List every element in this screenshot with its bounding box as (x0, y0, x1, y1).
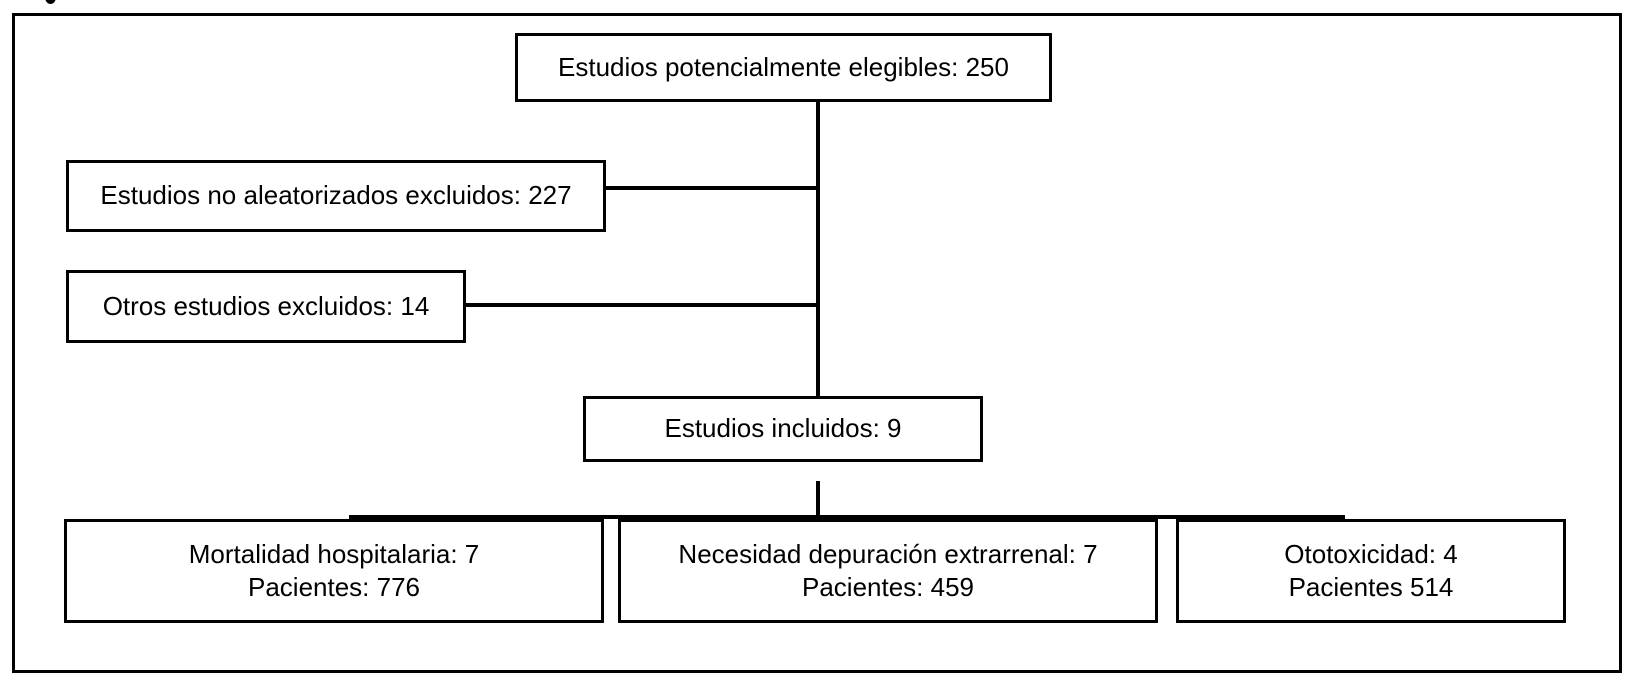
caption-descender-sliver (45, 0, 56, 4)
figure-outer-frame (12, 13, 1622, 673)
node-necesidad-depuracion-extrarrenal[interactable]: Necesidad depuración extrarrenal: 7 Paci… (618, 519, 1158, 623)
node-label-mortality-line2: Pacientes: 776 (247, 572, 420, 602)
node-otros-estudios-excluidos[interactable]: Otros estudios excluidos: 14 (66, 270, 466, 343)
connector-spine-eligible-to-included (816, 101, 820, 414)
node-estudios-no-aleatorizados-excluidos[interactable]: Estudios no aleatorizados excluidos: 227 (66, 160, 606, 232)
connector-to-excluded-nonrandomized (604, 186, 818, 190)
node-label-mortality-line1: Mortalidad hospitalaria: 7 (188, 538, 480, 569)
connector-outcomes-distribution-bar (349, 515, 1345, 519)
connector-included-to-outcomes-stem (816, 481, 820, 519)
node-label-rrt-line1: Necesidad depuración extrarrenal: 7 (678, 538, 1098, 569)
node-label-excluded-nonrandomized: Estudios no aleatorizados excluidos: 227 (100, 180, 572, 211)
node-mortalidad-hospitalaria[interactable]: Mortalidad hospitalaria: 7 Pacientes: 77… (64, 519, 604, 623)
node-ototoxicidad[interactable]: Ototoxicidad: 4 Pacientes 514 (1176, 519, 1566, 623)
node-label-ototoxicity-line2: Pacientes 514 (1288, 572, 1454, 602)
node-label-eligible: Estudios potencialmente elegibles: 250 (558, 51, 1009, 82)
node-estudios-potencialmente-elegibles[interactable]: Estudios potencialmente elegibles: 250 (515, 33, 1052, 102)
node-estudios-incluidos[interactable]: Estudios incluidos: 9 (583, 396, 983, 462)
connector-to-excluded-other (464, 303, 818, 307)
node-label-ototoxicity-line1: Ototoxicidad: 4 (1284, 538, 1458, 569)
node-label-excluded-other: Otros estudios excluidos: 14 (102, 290, 430, 321)
node-label-included: Estudios incluidos: 9 (664, 413, 902, 444)
node-label-rrt-line2: Pacientes: 459 (801, 572, 974, 602)
